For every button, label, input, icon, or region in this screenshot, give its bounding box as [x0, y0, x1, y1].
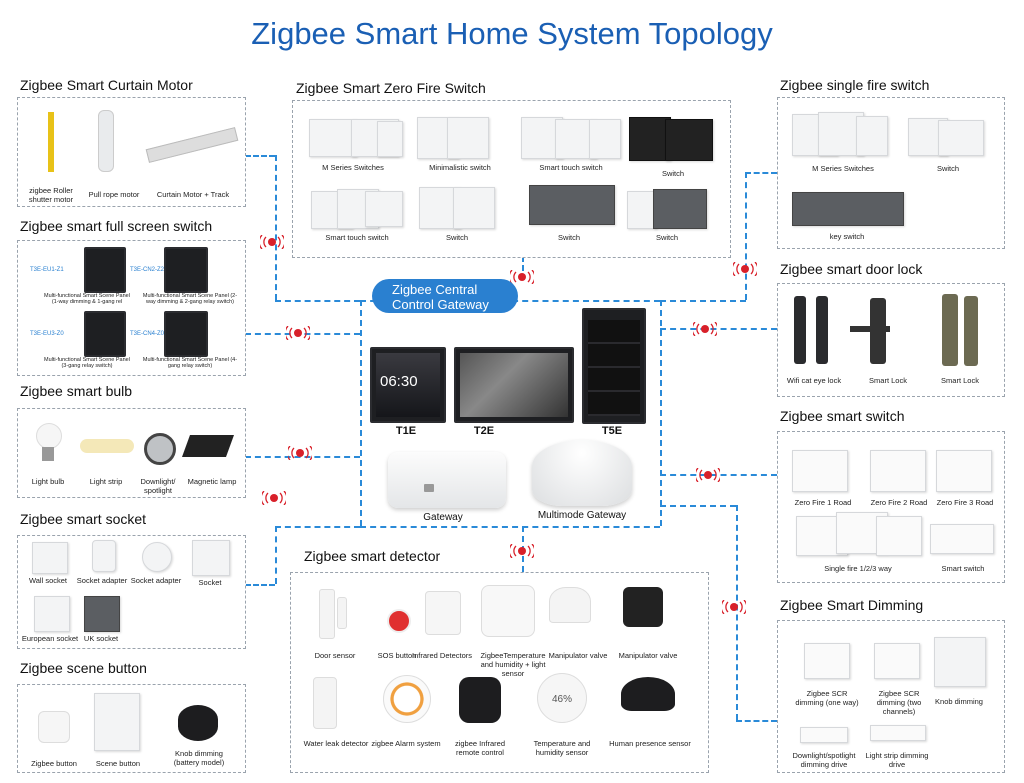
socket-icon: [142, 542, 172, 572]
switch-icon: [856, 116, 888, 156]
single-fire-title: Zigbee single fire switch: [780, 77, 930, 93]
dimming-drive-icon: [800, 727, 848, 743]
zigbee-button-icon: [38, 711, 70, 743]
temp-sensor-icon: [481, 585, 535, 637]
dimming-title: Zigbee Smart Dimming: [780, 597, 924, 613]
t1e-panel: 06:30: [370, 347, 446, 423]
module-icon: [930, 524, 994, 554]
switch-icon: [792, 192, 904, 226]
screen-switch-icon: [84, 247, 126, 293]
alarm-icon: [383, 675, 431, 723]
valve-icon: [623, 587, 663, 627]
signal-icon: [286, 326, 310, 340]
dimming-box: Zigbee SCR dimming (one way) Zigbee SCR …: [777, 620, 1005, 773]
knob-icon: [934, 637, 986, 687]
door-lock-box: Wifi cat eye lock Smart Lock Smart Lock: [777, 283, 1005, 397]
signal-icon: [510, 544, 534, 558]
signal-icon: [693, 322, 717, 336]
socket-title: Zigbee smart socket: [20, 511, 147, 527]
lock-icon: [816, 296, 828, 364]
socket-icon: [32, 542, 68, 574]
smart-switch-title: Zigbee smart switch: [780, 408, 905, 424]
curtain-title: Zigbee Smart Curtain Motor: [20, 77, 193, 93]
socket-icon: [84, 596, 120, 632]
leak-detector-icon: [313, 677, 337, 729]
gateway-hub: [388, 452, 506, 508]
valve-icon: [549, 587, 591, 623]
bulb-icon: [36, 423, 62, 449]
scene-title: Zigbee scene button: [20, 660, 147, 676]
screen-switch-icon: [164, 311, 208, 357]
switch-icon: [447, 117, 489, 159]
bulb-box: Light bulb Light strip Downlight/ spotli…: [17, 408, 246, 498]
magnetic-lamp-icon: [181, 435, 235, 457]
module-icon: [876, 516, 922, 556]
detector-box: Door sensor SOS button Infrared Detector…: [290, 572, 709, 773]
lock-icon: [964, 296, 978, 366]
switch-icon: [938, 120, 984, 156]
detector-title: Zigbee smart detector: [304, 548, 441, 564]
roller-motor-icon: [48, 112, 54, 172]
module-icon: [870, 450, 926, 492]
signal-icon: [260, 235, 284, 249]
switch-icon: [453, 187, 495, 229]
switch-icon: [629, 117, 671, 161]
sos-icon: [387, 609, 411, 633]
infrared-detector-icon: [425, 591, 461, 635]
central-gateway-label: Zigbee Central Control Gateway: [372, 279, 518, 313]
full-screen-title: Zigbee smart full screen switch: [20, 218, 213, 234]
dimmer-module-icon: [874, 643, 920, 679]
smart-switch-box: Zero Fire 1 Road Zero Fire 2 Road Zero F…: [777, 431, 1005, 583]
screen-switch-icon: [164, 247, 208, 293]
zero-fire-box: M Series Switches Minimalistic switch Sm…: [292, 100, 731, 258]
switch-icon: [309, 119, 357, 157]
door-lock-title: Zigbee smart door lock: [780, 261, 923, 277]
switch-icon: [653, 189, 707, 229]
switch-icon: [529, 185, 615, 225]
signal-icon: [696, 468, 720, 482]
screen-switch-icon: [84, 311, 126, 357]
signal-icon: [262, 491, 286, 505]
socket-icon: [34, 596, 70, 632]
dimmer-module-icon: [804, 643, 850, 679]
page-title: Zigbee Smart Home System Topology: [251, 16, 773, 51]
zero-fire-title: Zigbee Smart Zero Fire Switch: [296, 80, 486, 96]
humidity-sensor-icon: 46%: [537, 673, 587, 723]
scene-box: Zigbee button Scene button Knob dimming …: [17, 684, 246, 773]
switch-icon: [589, 119, 621, 159]
single-fire-box: M Series Switches Switch key switch: [777, 97, 1005, 249]
light-strip-icon: [80, 439, 134, 453]
knob-icon: [178, 705, 218, 741]
t5e-panel: [582, 308, 646, 424]
socket-icon: [192, 540, 230, 576]
full-screen-box: T3E-EU1-Z1 Multi-functional Smart Scene …: [17, 240, 246, 376]
socket-icon: [92, 540, 116, 572]
lock-icon: [794, 296, 806, 364]
downlight-icon: [144, 433, 176, 465]
signal-icon: [722, 600, 746, 614]
signal-icon: [510, 270, 534, 284]
multimode-gateway: [532, 440, 632, 506]
t2e-panel: [454, 347, 574, 423]
switch-icon: [377, 121, 403, 157]
dimming-drive-icon: [870, 725, 926, 741]
ir-remote-icon: [459, 677, 501, 723]
module-icon: [936, 450, 992, 492]
switch-icon: [665, 119, 713, 161]
scene-button-icon: [94, 693, 140, 751]
signal-icon: [733, 262, 757, 276]
curtain-box: zigbee Roller shutter motor Pull rope mo…: [17, 97, 246, 207]
switch-icon: [365, 191, 403, 227]
bulb-title: Zigbee smart bulb: [20, 383, 133, 399]
curtain-track-icon: [145, 127, 239, 163]
socket-box: Wall socket Socket adapter Socket adapte…: [17, 535, 246, 649]
lock-icon: [942, 294, 958, 366]
door-sensor-icon: [319, 589, 335, 639]
module-icon: [792, 450, 848, 492]
signal-icon: [288, 446, 312, 460]
pull-rope-icon: [98, 110, 114, 172]
presence-sensor-icon: [621, 677, 675, 711]
